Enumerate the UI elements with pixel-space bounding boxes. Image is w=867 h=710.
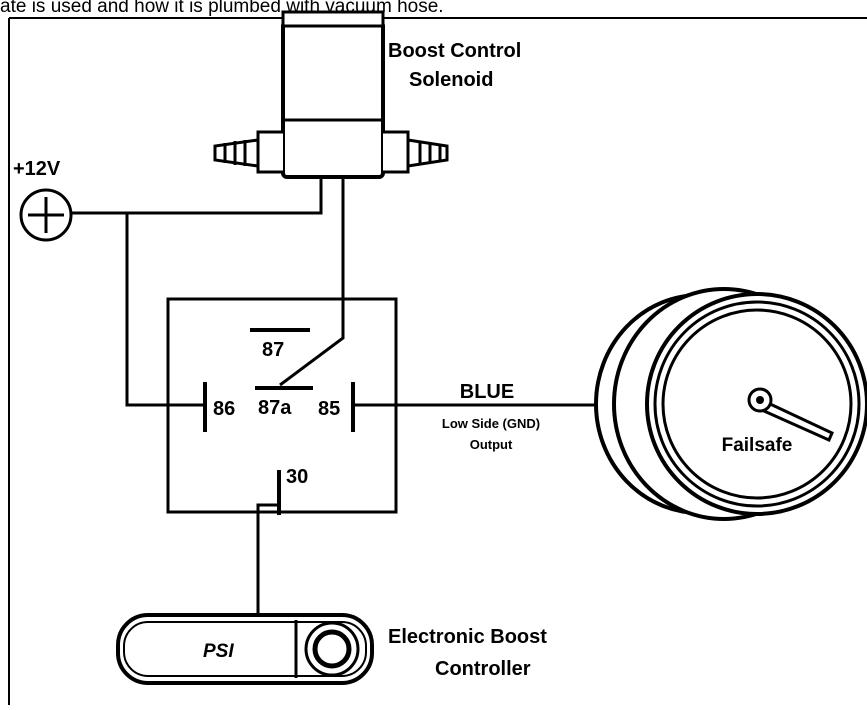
solenoid-right-nipple	[383, 130, 449, 174]
controller-label-line2: Controller	[435, 658, 531, 680]
failsafe-gauge	[594, 287, 867, 521]
wire-12v-pin86	[125, 213, 205, 407]
wire-solenoid-relay	[279, 177, 345, 387]
wires	[71, 177, 600, 615]
solenoid-label-line1: Boost Control	[388, 40, 521, 62]
gauge-needle	[747, 387, 834, 442]
controller-label-line1: Electronic Boost	[388, 626, 547, 648]
power-plus-icon	[19, 188, 73, 242]
solenoid-label-line2: Solenoid	[409, 69, 493, 91]
wire-pin30-controller	[256, 503, 279, 615]
output-label-line2: Output	[470, 437, 513, 452]
solenoid-left-nipple	[213, 130, 283, 174]
pin-86-label: 86	[213, 398, 235, 420]
solenoid	[213, 10, 449, 179]
wire-color-label: BLUE	[460, 381, 514, 403]
boost-controller	[116, 613, 374, 685]
relay	[166, 297, 398, 515]
controller-display-text: PSI	[203, 641, 234, 662]
controller-knob-icon	[304, 621, 360, 677]
gauge-label: Failsafe	[722, 435, 793, 456]
wire-12v-solenoid	[71, 177, 323, 215]
pin-87a-label: 87a	[258, 397, 292, 419]
pin-87-label: 87	[262, 339, 284, 361]
pin-85-label: 85	[318, 398, 340, 420]
output-label-line1: Low Side (GND)	[442, 416, 540, 431]
power-label: +12V	[13, 158, 61, 180]
pin-30-label: 30	[286, 466, 308, 488]
